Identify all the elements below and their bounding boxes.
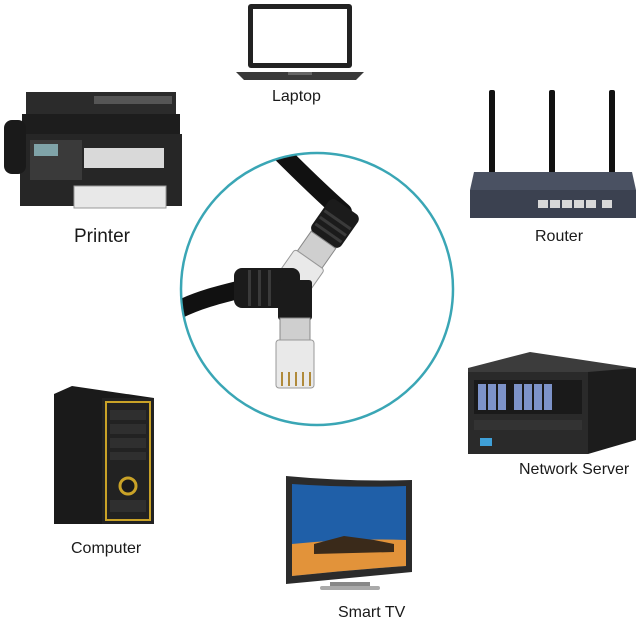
computer-tower-icon [54, 386, 154, 524]
cable-circle [178, 150, 456, 428]
printer-device [4, 90, 182, 214]
server-label: Network Server [519, 461, 630, 478]
laptop-label: Laptop [272, 88, 321, 105]
laptop-device [236, 2, 364, 82]
router-label: Router [535, 228, 584, 245]
ethernet-cable-icon [179, 151, 455, 427]
computer-device [52, 384, 156, 530]
tv-device [284, 474, 414, 594]
computer-label: Computer [71, 540, 142, 557]
tv-label: Smart TV [338, 604, 406, 621]
router-icon [470, 90, 636, 218]
smart-tv-icon [286, 476, 412, 590]
printer-label: Printer [74, 226, 130, 247]
laptop-icon [236, 4, 364, 80]
router-device [470, 90, 640, 220]
server-device [466, 350, 636, 456]
printer-icon [4, 92, 182, 209]
server-icon [468, 352, 636, 454]
